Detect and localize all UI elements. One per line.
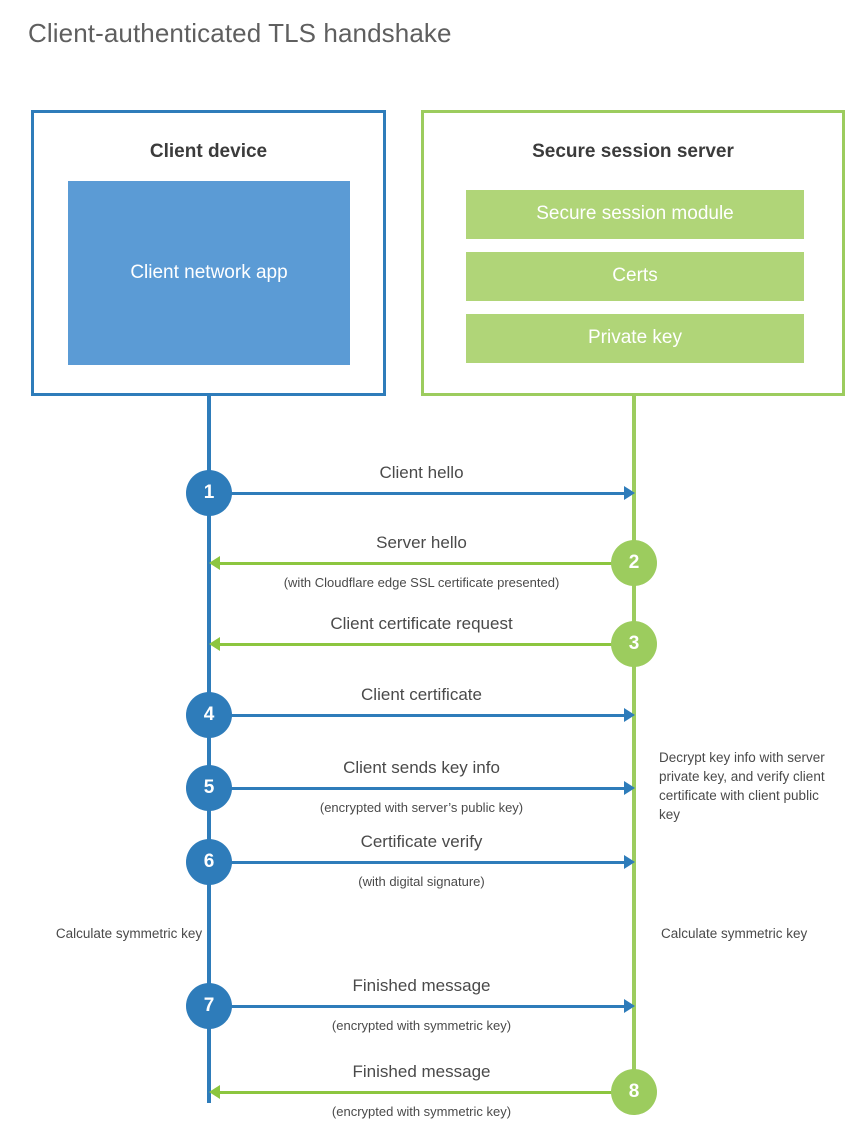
calculate-symmetric-key-server-note: Calculate symmetric key <box>661 926 808 941</box>
private-key-block: Private key <box>466 314 804 363</box>
step-circle-6[interactable]: 6 <box>186 839 232 885</box>
certs-block: Certs <box>466 252 804 301</box>
message-line-7 <box>209 1005 626 1008</box>
step-circle-1[interactable]: 1 <box>186 470 232 516</box>
arrow-head-left-8 <box>209 1085 220 1099</box>
message-line-5 <box>209 787 626 790</box>
client-device-box: Client device Client network app <box>31 110 386 396</box>
message-label-8: Finished message <box>352 1062 491 1081</box>
message-label-7: Finished message <box>352 976 491 995</box>
client-device-title: Client device <box>149 141 268 162</box>
arrow-head-right-1 <box>624 486 635 500</box>
step-circle-4[interactable]: 4 <box>186 692 232 738</box>
message-label-2: Server hello <box>376 533 467 552</box>
message-label-6: Certificate verify <box>360 832 483 851</box>
message-line-6 <box>209 861 626 864</box>
message-label-4: Client certificate <box>361 685 482 704</box>
calculate-symmetric-key-client-note: Calculate symmetric key <box>55 926 203 941</box>
message-sublabel-2: (with Cloudflare edge SSL certificate pr… <box>283 575 560 590</box>
message-sublabel-6: (with digital signature) <box>358 874 485 889</box>
message-sublabel-5: (encrypted with server’s public key) <box>319 800 524 815</box>
arrow-head-right-7 <box>624 999 635 1013</box>
server-lifeline <box>632 396 636 1093</box>
message-sublabel-7: (encrypted with symmetric key) <box>331 1018 512 1033</box>
secure-session-server-box: Secure session server Secure session mod… <box>421 110 845 396</box>
message-label-5: Client sends key info <box>343 758 500 777</box>
arrow-head-right-4 <box>624 708 635 722</box>
message-line-4 <box>209 714 626 717</box>
step-circle-7[interactable]: 7 <box>186 983 232 1029</box>
arrow-head-right-5 <box>624 781 635 795</box>
step-circle-2[interactable]: 2 <box>611 540 657 586</box>
arrow-head-left-2 <box>209 556 220 570</box>
step-circle-5[interactable]: 5 <box>186 765 232 811</box>
message-line-8 <box>220 1091 634 1094</box>
client-lifeline <box>207 396 211 1103</box>
message-label-1: Client hello <box>379 463 464 482</box>
decrypt-key-info-note: Decrypt key info with server private key… <box>659 750 825 823</box>
step-circle-3[interactable]: 3 <box>611 621 657 667</box>
page-title: Client-authenticated TLS handshake <box>28 18 452 48</box>
message-line-3 <box>220 643 634 646</box>
secure-session-server-title: Secure session server <box>532 141 734 162</box>
secure-session-module-block: Secure session module <box>466 190 804 239</box>
client-network-app-block: Client network app <box>68 181 350 365</box>
arrow-head-left-3 <box>209 637 220 651</box>
message-label-3: Client certificate request <box>330 614 513 633</box>
message-line-2 <box>220 562 634 565</box>
step-circle-8[interactable]: 8 <box>611 1069 657 1115</box>
message-sublabel-8: (encrypted with symmetric key) <box>331 1104 512 1119</box>
message-line-1 <box>209 492 626 495</box>
arrow-head-right-6 <box>624 855 635 869</box>
